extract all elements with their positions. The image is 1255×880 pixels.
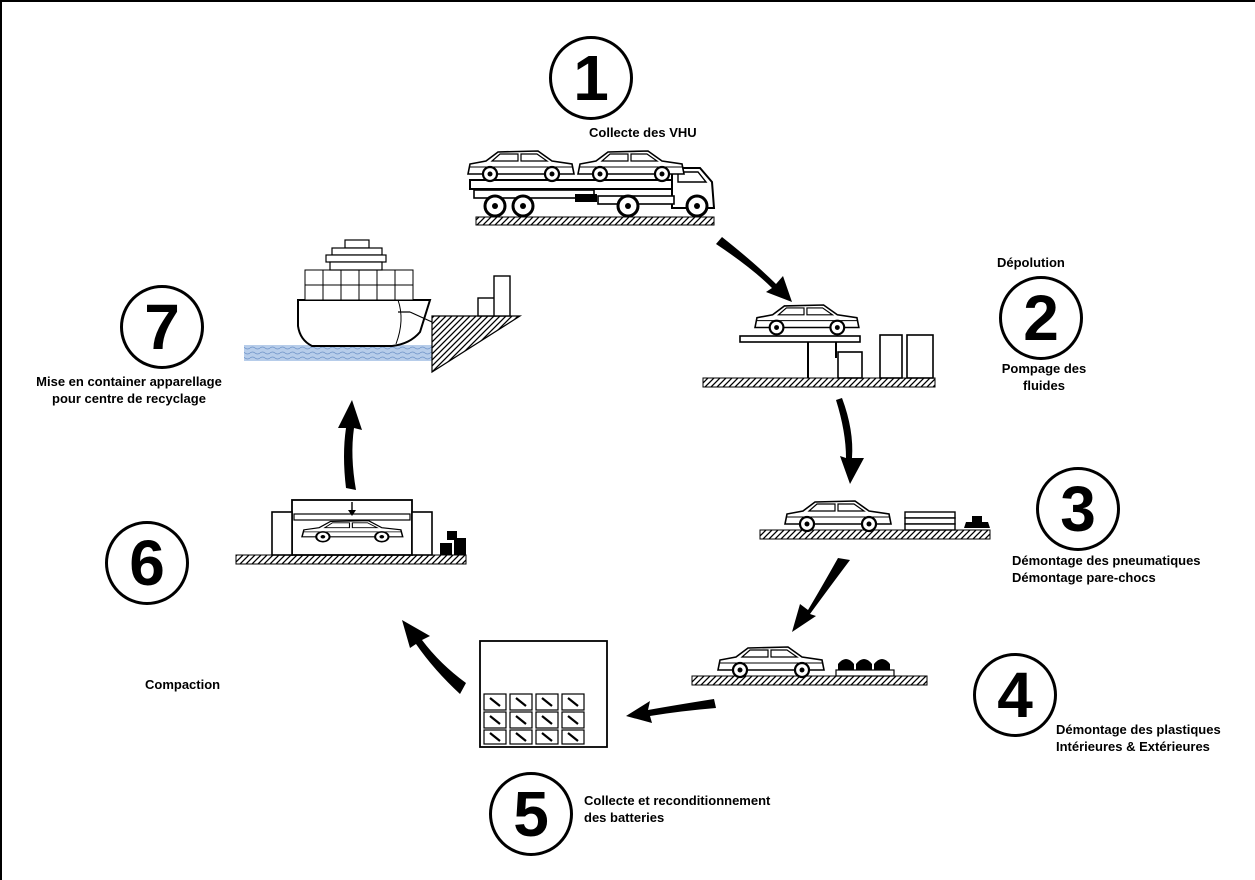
step-7-label-line-1: Mise en container apparellage (36, 374, 222, 389)
step-3-label: Démontage des pneumatiques Démontage par… (1012, 552, 1201, 586)
cycle-arrows (338, 237, 864, 723)
step-7-number: 7 (120, 285, 204, 369)
arrow-4-to-5 (626, 699, 716, 723)
step-4-label-line-2: Intérieures & Extérieures (1056, 739, 1210, 754)
step-2-title: Dépolution (997, 255, 1065, 270)
compactor-press (235, 499, 467, 565)
step-1-label: Collecte des VHU (589, 125, 697, 140)
plastic-removal-station (691, 645, 928, 686)
step-4-label: Démontage des plastiques Intérieures & E… (1056, 721, 1221, 755)
arrow-5-to-6 (402, 620, 466, 694)
arrow-1-to-2 (716, 237, 792, 302)
step-4-label-line-1: Démontage des plastiques (1056, 722, 1221, 737)
step-7-label-line-2: pour centre de recyclage (52, 391, 206, 406)
arrow-3-to-4 (792, 558, 850, 632)
battery-container (479, 640, 608, 748)
step-5-label-line-1: Collecte et reconditionnement (584, 793, 771, 808)
tyre-removal-station (759, 499, 991, 540)
arrow-6-to-7 (338, 400, 362, 490)
step-2-number: 2 (999, 276, 1083, 360)
step-4-number: 4 (973, 653, 1057, 737)
container-ship-quay (244, 239, 523, 374)
step-3-label-line-2: Démontage pare-chocs (1012, 570, 1156, 585)
step-3-label-line-1: Démontage des pneumatiques (1012, 553, 1201, 568)
step-1-number: 1 (549, 36, 633, 120)
step-2-label-line-2: fluides (1023, 378, 1065, 393)
step-6-number: 6 (105, 521, 189, 605)
step-5-label: Collecte et reconditionnement des batter… (584, 792, 770, 826)
step-5-label-line-2: des batteries (584, 810, 665, 825)
step-3-number: 3 (1036, 467, 1120, 551)
arrow-2-to-3 (836, 398, 864, 484)
step-5-number: 5 (489, 772, 573, 856)
depollution-station (702, 303, 936, 388)
step-2-label-line-1: Pompage des (1001, 361, 1087, 376)
step-2-label: Pompage des fluides (985, 360, 1103, 394)
car-transporter-truck (466, 149, 716, 226)
step-7-label: Mise en container apparellage pour centr… (6, 373, 252, 407)
step-6-label: Compaction (145, 677, 221, 692)
